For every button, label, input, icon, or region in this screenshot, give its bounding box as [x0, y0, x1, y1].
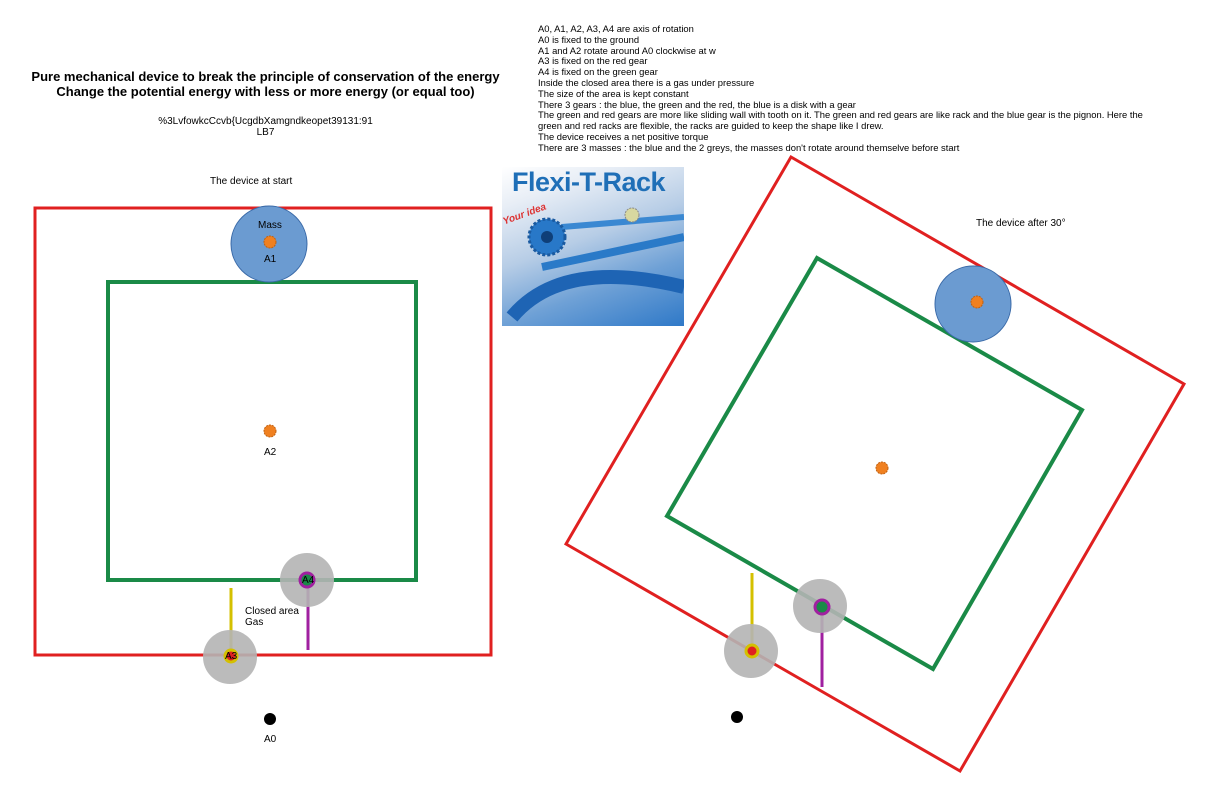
left-a2-axis [263, 424, 277, 438]
right-a0-axis [731, 711, 743, 723]
note-line: The green and red gears are more like sl… [538, 109, 1143, 132]
left-green-gear [106, 280, 418, 582]
left-a3-axis [223, 648, 239, 664]
gas-label-2: Gas [245, 617, 264, 628]
note-line: A3 is fixed on the red gear [538, 55, 648, 67]
right-a4-axis [813, 598, 831, 616]
title-line-2: Change the potential energy with less or… [56, 84, 475, 99]
note-line: The device receives a net positive torqu… [538, 130, 709, 142]
subtitle: %3LvfowkcCcvb{UcgdbXamgndkeopet39131:91 … [0, 116, 531, 138]
right-a2-axis [875, 461, 889, 475]
gas-label-1: Closed area [245, 606, 299, 617]
note-line: A0 is fixed to the ground [538, 33, 640, 45]
left-a0-axis [264, 713, 276, 725]
left-a4-axis [298, 571, 316, 589]
a4-label: A4 [302, 575, 315, 586]
right-a3-axis [744, 643, 760, 659]
right-green-gear [664, 255, 1085, 672]
right-caption: The device after 30° [976, 218, 1066, 229]
right-device [563, 154, 1187, 774]
subtitle-line-2: LB7 [256, 127, 275, 138]
left-device [33, 205, 493, 725]
note-line: There are 3 masses : the blue and the 2 … [538, 141, 960, 153]
a2-label: A2 [264, 447, 277, 458]
note-line: A4 is fixed on the green gear [538, 66, 658, 78]
rack-illustration [506, 207, 684, 322]
flexi-t-rack-photo: Flexi-T-Rack Your idea [502, 167, 684, 326]
note-line: Inside the closed area there is a gas un… [538, 76, 755, 88]
left-a1-axis [263, 235, 277, 249]
note-line: A1 and A2 rotate around A0 clockwise at … [538, 44, 716, 56]
notes-block: A0, A1, A2, A3, A4 are axis of rotation … [538, 23, 1158, 154]
a1-label: A1 [264, 254, 277, 265]
right-a1-axis [970, 295, 984, 309]
subtitle-line-1: %3LvfowkcCcvb{UcgdbXamgndkeopet39131:91 [158, 116, 373, 127]
a0-label: A0 [264, 734, 277, 745]
a3-label: A3 [225, 651, 238, 662]
mass-label: Mass [258, 220, 282, 231]
left-caption: The device at start [210, 176, 293, 187]
page-title: Pure mechanical device to break the prin… [0, 69, 531, 99]
title-line-1: Pure mechanical device to break the prin… [31, 69, 500, 84]
note-line: The size of the area is kept constant [538, 87, 689, 99]
note-line: There 3 gears : the blue, the green and … [538, 98, 856, 110]
right-red-gear [563, 154, 1187, 774]
rack-brand: Flexi-T-Rack [512, 167, 666, 197]
note-line: A0, A1, A2, A3, A4 are axis of rotation [538, 23, 694, 34]
